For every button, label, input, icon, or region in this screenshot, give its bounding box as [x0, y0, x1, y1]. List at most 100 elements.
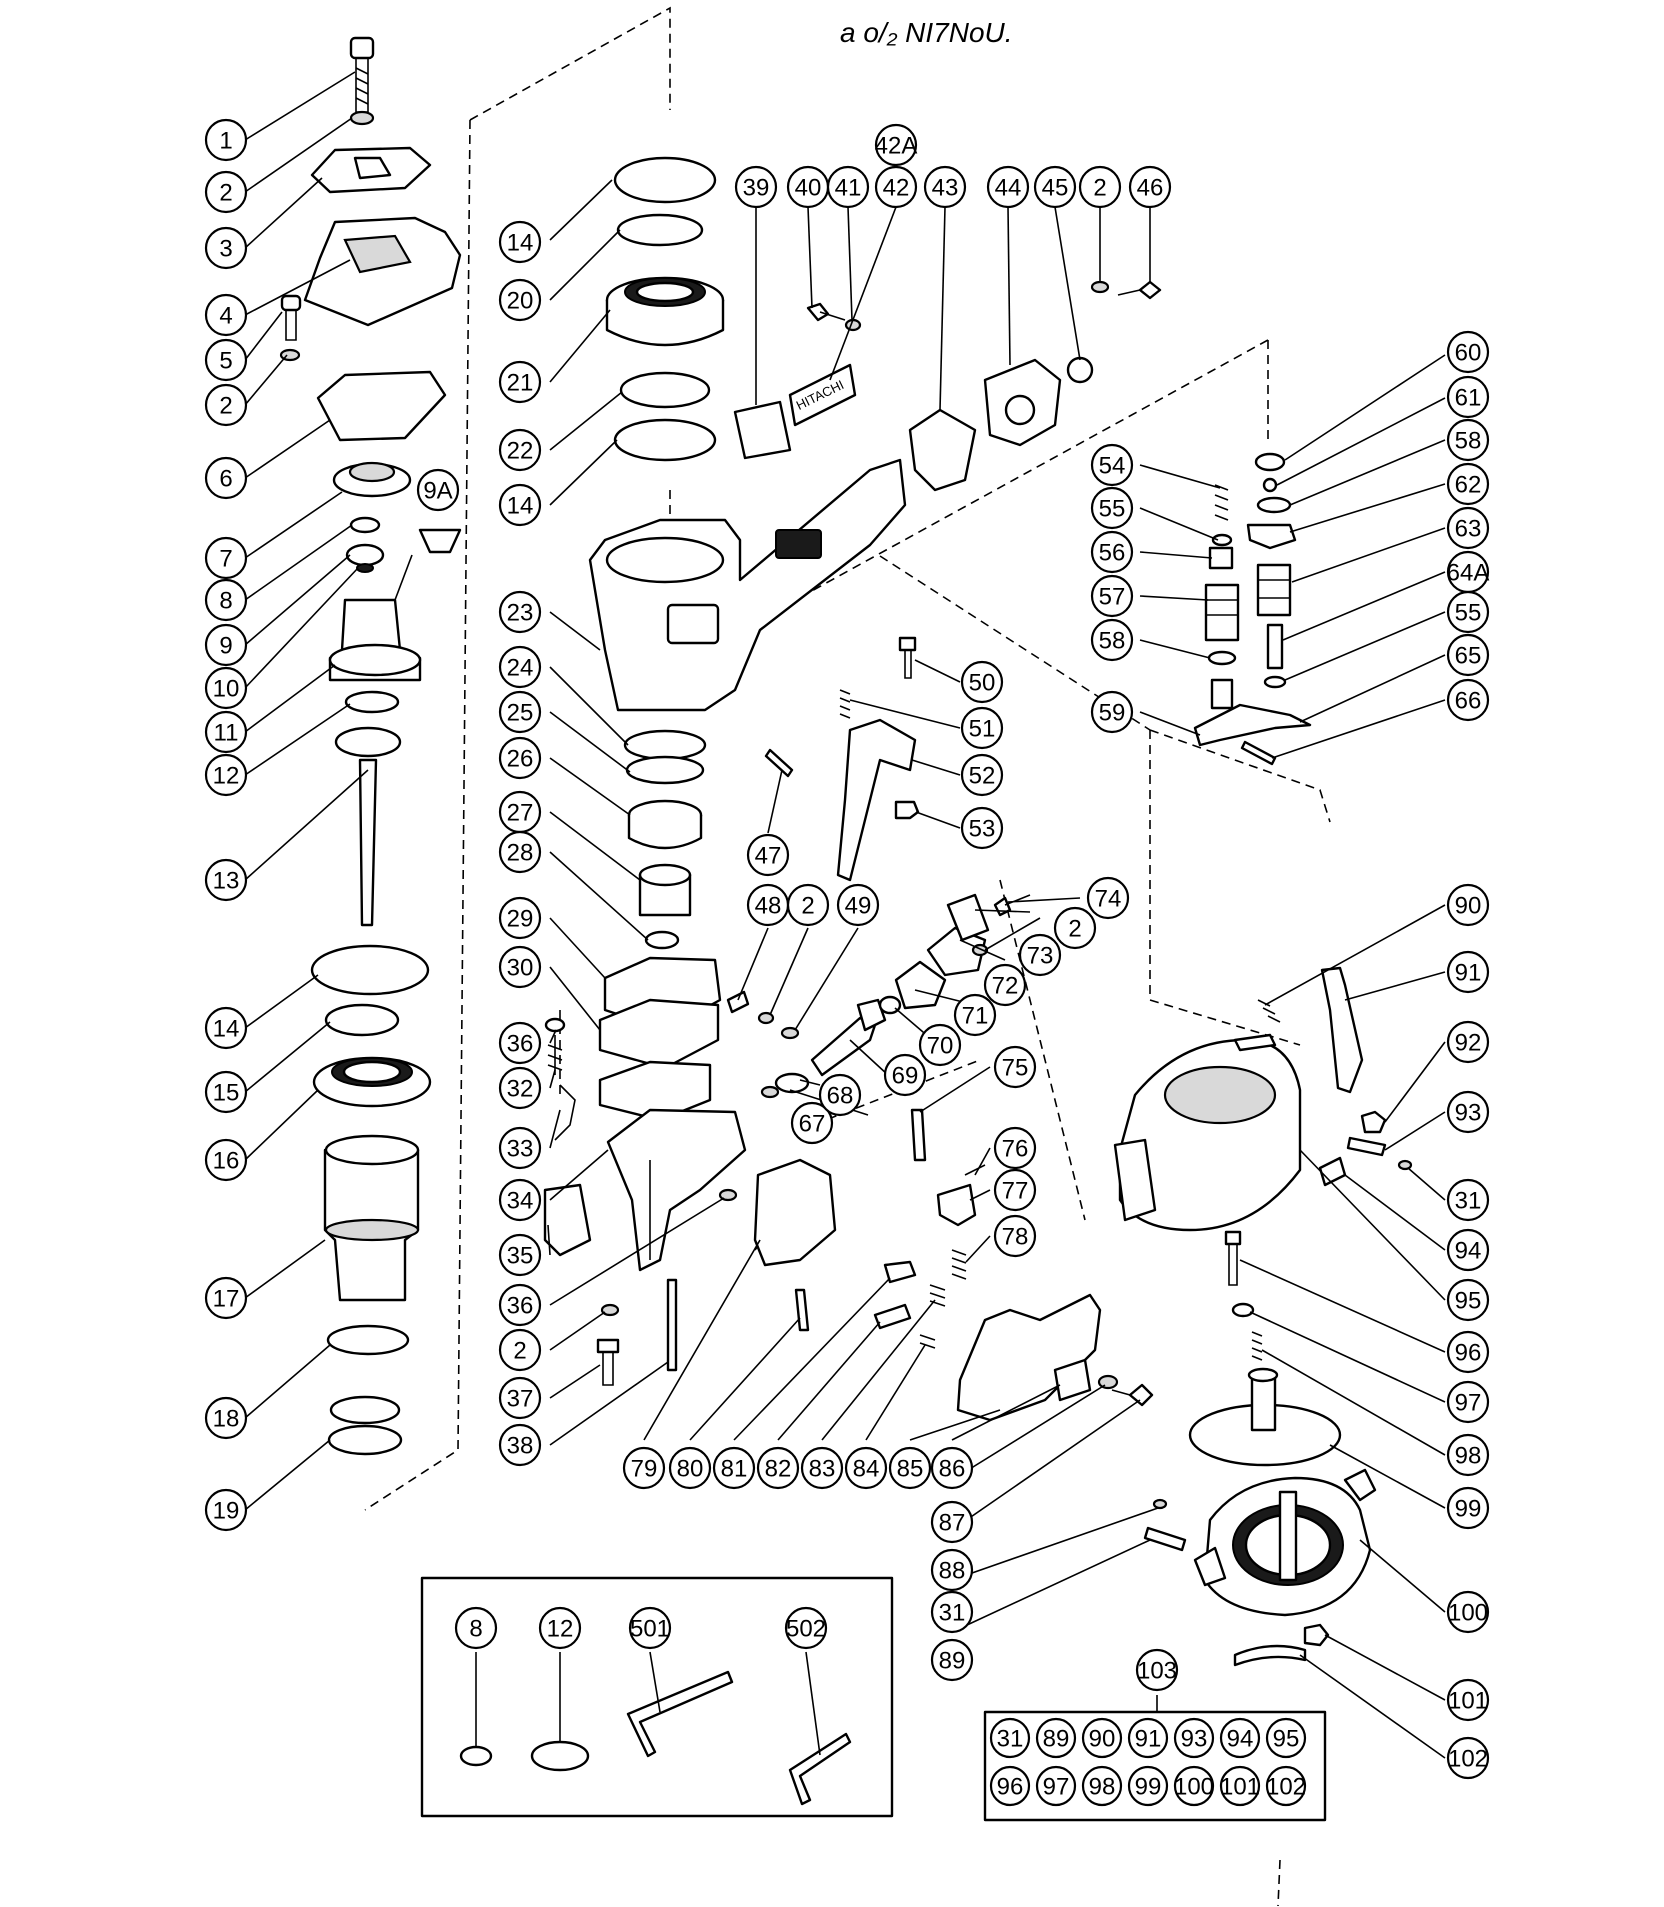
callout-61-circle [1446, 375, 1490, 419]
callout-103: 103 [1135, 1648, 1179, 1692]
kit-row2-99: 99 [1127, 1765, 1169, 1807]
callout-77-circle [993, 1168, 1037, 1212]
callout-72-circle [983, 963, 1027, 1007]
kit-row1-93-circle [1173, 1717, 1215, 1759]
kit-row2-101: 101 [1219, 1765, 1261, 1807]
callout-101: 101 [1446, 1678, 1490, 1722]
callout-103-circle [1135, 1648, 1179, 1692]
callout-85-label: 85 [897, 1456, 924, 1483]
callout-7-label: 7 [219, 546, 232, 573]
callout-86: 86 [930, 1446, 974, 1490]
handwritten-note: a o/₂ NI7NoU. [840, 17, 1013, 48]
callout-82-circle [756, 1446, 800, 1490]
kit-row1-90: 90 [1081, 1717, 1123, 1759]
callout-14b-circle [498, 220, 542, 264]
callout-102-circle [1446, 1736, 1490, 1780]
callout-75: 75 [993, 1045, 1037, 1089]
callout-83-circle [800, 1446, 844, 1490]
callout-81-circle [712, 1446, 756, 1490]
callout-80-circle [668, 1446, 712, 1490]
callout-9-label: 9 [219, 633, 232, 660]
callout-24-label: 24 [507, 655, 534, 682]
callout-7: 7 [204, 536, 248, 580]
callout-71-label: 71 [962, 1003, 989, 1030]
callout-69: 69 [883, 1053, 927, 1097]
accessory-12: 12 [538, 1606, 582, 1650]
callout-84-label: 84 [853, 1456, 880, 1483]
kit-row2-96: 96 [989, 1765, 1031, 1807]
callout-69-label: 69 [892, 1063, 919, 1090]
callout-70-circle [918, 1023, 962, 1067]
callout-1-label: 1 [219, 128, 232, 155]
kit-row2-97-label: 97 [1043, 1774, 1070, 1801]
callout-38: 38 [498, 1423, 542, 1467]
callout-37-label: 37 [507, 1386, 534, 1413]
callout-19-circle [204, 1488, 248, 1532]
accessory-8-circle [454, 1606, 498, 1650]
callout-88-label: 88 [939, 1558, 966, 1585]
callout-77-label: 77 [1002, 1178, 1029, 1205]
accessory-8: 8 [454, 1606, 498, 1650]
callout-74-circle [1086, 876, 1130, 920]
callout-63-label: 63 [1455, 516, 1482, 543]
accessory-502-circle [784, 1606, 828, 1650]
callout-96: 96 [1446, 1330, 1490, 1374]
callout-33: 33 [498, 1126, 542, 1170]
callout-31a: 31 [930, 1590, 974, 1634]
callout-layer: 12345267899A1011121314151617181914202122… [204, 118, 1490, 1780]
callout-91: 91 [1446, 950, 1490, 994]
callout-67-circle [790, 1101, 834, 1145]
callout-37-circle [498, 1376, 542, 1420]
callout-45-circle [1033, 165, 1077, 209]
callout-57: 57 [1090, 574, 1134, 618]
callout-14b: 14 [498, 220, 542, 264]
callout-24: 24 [498, 645, 542, 689]
kit-row2-102-circle [1265, 1765, 1307, 1807]
callout-41-circle [826, 165, 870, 209]
callout-96-circle [1446, 1330, 1490, 1374]
callout-11-circle [204, 710, 248, 754]
callout-47-label: 47 [755, 843, 782, 870]
callout-103-label: 103 [1137, 1658, 1177, 1685]
callout-2a: 2 [204, 170, 248, 214]
callout-58a-circle [1090, 618, 1134, 662]
callout-99-label: 99 [1455, 1496, 1482, 1523]
callout-98-label: 98 [1455, 1443, 1482, 1470]
callout-49-label: 49 [845, 893, 872, 920]
callout-2c-label: 2 [513, 1338, 526, 1365]
callout-68: 68 [818, 1073, 862, 1117]
callout-9a-circle [416, 468, 460, 512]
accessory-501: 501 [628, 1606, 672, 1650]
callout-59: 59 [1090, 690, 1134, 734]
callout-34: 34 [498, 1178, 542, 1222]
callout-58a-label: 58 [1099, 628, 1126, 655]
callout-29-label: 29 [507, 906, 534, 933]
callout-26-label: 26 [507, 746, 534, 773]
callout-33-circle [498, 1126, 542, 1170]
callout-39: 39 [734, 165, 778, 209]
callout-77: 77 [993, 1168, 1037, 1212]
callout-91-label: 91 [1455, 960, 1482, 987]
kit-row1-95-label: 95 [1273, 1726, 1300, 1753]
kit-row2-96-circle [989, 1765, 1031, 1807]
callout-30: 30 [498, 945, 542, 989]
kit-row2-98-circle [1081, 1765, 1123, 1807]
callout-73-label: 73 [1027, 943, 1054, 970]
callout-101-circle [1446, 1678, 1490, 1722]
callout-93: 93 [1446, 1090, 1490, 1134]
callout-97: 97 [1446, 1380, 1490, 1424]
callout-12-circle [204, 753, 248, 797]
callout-29-circle [498, 896, 542, 940]
callout-42-circle [874, 165, 918, 209]
callout-14a-label: 14 [213, 1016, 240, 1043]
callout-2d-label: 2 [1093, 175, 1106, 202]
callout-2c: 2 [498, 1328, 542, 1372]
callout-44-label: 44 [995, 175, 1022, 202]
callout-65: 65 [1446, 633, 1490, 677]
callout-70-label: 70 [927, 1033, 954, 1060]
callout-64a-label: 64A [1447, 560, 1490, 587]
callout-2c-circle [498, 1328, 542, 1372]
callout-92-circle [1446, 1020, 1490, 1064]
callout-46-circle [1128, 165, 1172, 209]
